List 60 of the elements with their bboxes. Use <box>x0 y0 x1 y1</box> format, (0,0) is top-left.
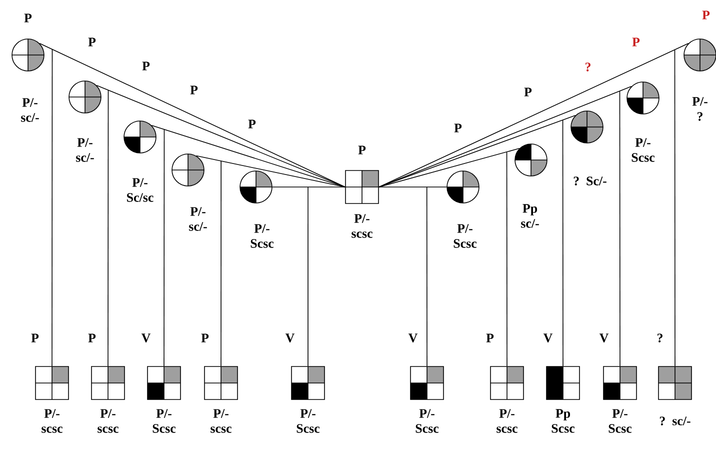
phenotype-label: ? <box>658 334 662 342</box>
line <box>164 129 165 366</box>
line <box>378 43 689 188</box>
phenotype-label: P <box>88 38 96 46</box>
genotype-label: P/- Scsc <box>632 138 655 162</box>
genotype-label: P/- Scsc <box>454 224 477 248</box>
genotype-label: ? sc/- <box>660 416 690 426</box>
genotype-label: P/- scsc <box>98 409 118 433</box>
phenotype-label: P <box>142 62 150 70</box>
genotype-label: P/- scsc <box>210 409 232 433</box>
genotype-label: P/- Scsc <box>250 224 274 248</box>
phenotype-label: P <box>24 14 32 22</box>
line <box>52 48 53 366</box>
genotype-label: Pp sc/- <box>521 204 539 228</box>
line <box>378 186 447 188</box>
phenotype-label: P <box>632 38 640 46</box>
phenotype-label: P <box>248 120 256 128</box>
genotype-label: P/- scsc <box>496 409 518 433</box>
phenotype-label: P <box>358 146 366 154</box>
line <box>619 90 620 366</box>
phenotype-label: V <box>599 334 609 342</box>
genotype-label: P/- sc/- <box>21 98 39 122</box>
line <box>506 151 508 366</box>
line <box>562 120 564 366</box>
line <box>220 160 222 366</box>
line <box>108 90 109 366</box>
phenotype-label: P <box>702 10 710 20</box>
phenotype-label: V <box>543 334 553 342</box>
line <box>378 148 520 188</box>
genotype-label: P/- scsc <box>42 409 62 433</box>
genotype-label: P/- Scsc <box>152 409 176 433</box>
genotype-label: ? Sc/- <box>574 176 606 186</box>
genotype-label: P/- Scsc <box>296 409 320 433</box>
phenotype-label: P <box>486 334 494 342</box>
line <box>272 186 346 188</box>
phenotype-label: P <box>454 124 462 132</box>
genotype-label: P/- ? <box>692 97 708 121</box>
line <box>674 49 676 366</box>
phenotype-label: P <box>524 88 532 96</box>
line <box>196 155 346 188</box>
phenotype-label: V <box>285 334 295 342</box>
genotype-label: P/- sc/- <box>189 207 207 231</box>
genotype-label: Pp Scsc <box>552 409 575 433</box>
genotype-label: P/- Scsc <box>608 409 632 433</box>
line <box>96 85 346 188</box>
phenotype-label: P <box>31 334 39 342</box>
genotype-label: P/- Scsc <box>416 409 439 433</box>
genotype-label: P/- sc/- <box>76 138 94 162</box>
phenotype-label: ? <box>586 62 590 72</box>
line <box>151 125 346 188</box>
phenotype-label: P <box>201 334 209 342</box>
phenotype-label: P <box>190 86 198 94</box>
line <box>378 86 632 188</box>
phenotype-label: V <box>141 334 151 342</box>
phenotype-label: V <box>408 334 418 342</box>
genotype-label: P/- scsc <box>352 214 372 238</box>
line <box>426 186 428 366</box>
line <box>39 43 346 188</box>
phenotype-label: P <box>88 334 96 342</box>
genotype-label: P/- Sc/sc <box>127 178 154 202</box>
